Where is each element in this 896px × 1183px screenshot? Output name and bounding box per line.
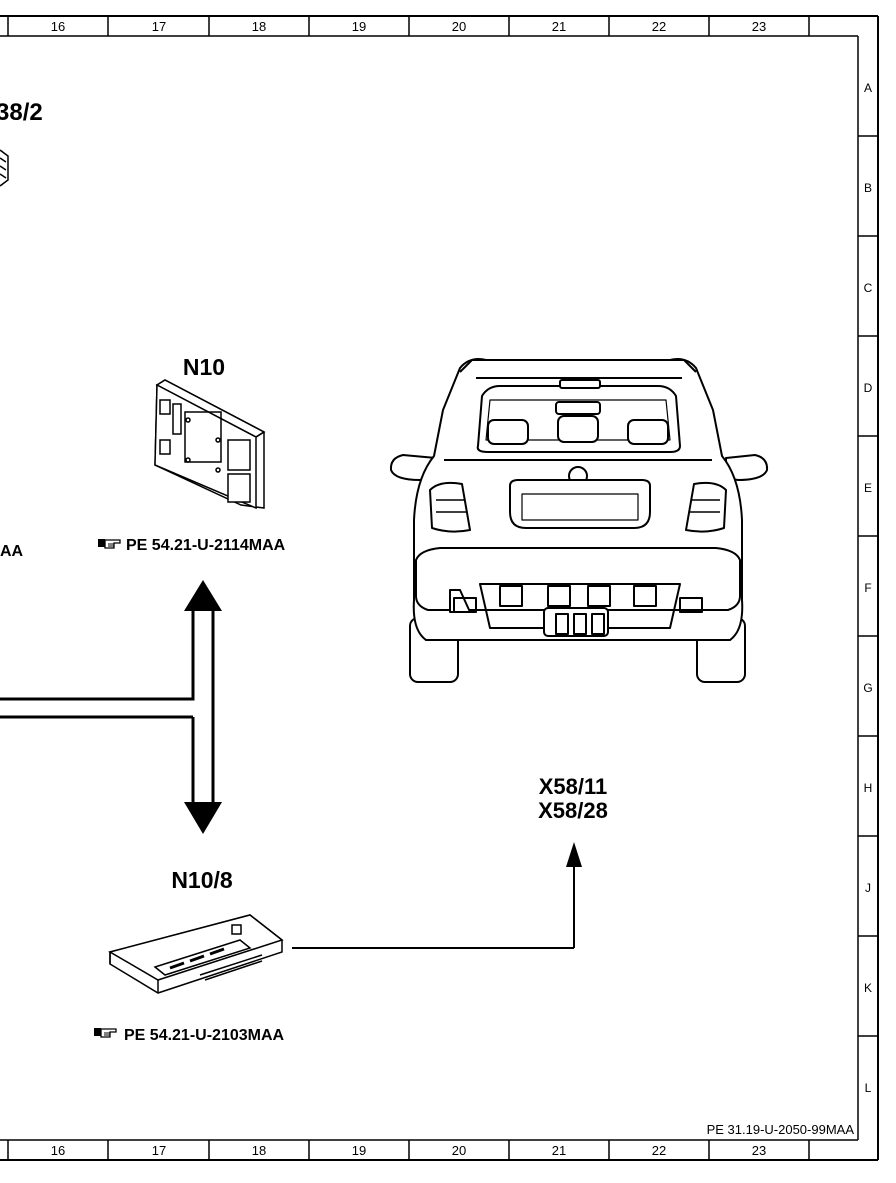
col-label: 16 (51, 19, 65, 34)
n10-8-reference-text: PE 54.21-U-2103MAA (124, 1027, 285, 1044)
column-labels-bottom: 16 17 18 19 20 21 22 23 (51, 1143, 766, 1158)
n10-reference[interactable]: PE 54.21-U-2114MAA (98, 537, 286, 554)
column-dividers (7, 16, 810, 1160)
drawing-number: PE 31.19-U-2050-99MAA (707, 1122, 855, 1137)
x58-11-label: X58/11 (539, 774, 608, 799)
col-label: 23 (752, 19, 766, 34)
col-label: 18 (252, 19, 266, 34)
col-label: 19 (352, 1143, 366, 1158)
x58-arrow-head (566, 842, 582, 867)
n10-8-reference[interactable]: PE 54.21-U-2103MAA (94, 1027, 285, 1044)
row-dividers (858, 135, 878, 1037)
n10-8-label: N10/8 (171, 867, 233, 893)
reference-fragment: AA (0, 543, 24, 560)
column-labels-top: 16 17 18 19 20 21 22 23 (51, 19, 766, 34)
row-label: J (865, 881, 871, 895)
col-label: 21 (552, 1143, 566, 1158)
col-label: 16 (51, 1143, 65, 1158)
bus-connection (0, 580, 222, 834)
row-label: F (864, 581, 871, 595)
pointing-hand-icon (98, 539, 121, 549)
row-label: K (864, 981, 872, 995)
n10-8-module-icon (108, 914, 284, 994)
col-label: 21 (552, 19, 566, 34)
row-label: B (864, 181, 872, 195)
x58-28-label: X58/28 (538, 798, 608, 823)
row-label: G (863, 681, 872, 695)
arrow-down-head (184, 802, 222, 834)
row-label: A (864, 81, 872, 95)
sheet-frame (0, 15, 879, 1161)
row-label: C (864, 281, 873, 295)
col-label: 18 (252, 1143, 266, 1158)
row-label: D (864, 381, 873, 395)
n10-label: N10 (183, 354, 225, 380)
col-label: 20 (452, 19, 466, 34)
pointing-hand-icon (94, 1028, 117, 1038)
component-label-fragment: 38/2 (0, 99, 43, 126)
vehicle-rear-view (389, 358, 769, 683)
col-label: 19 (352, 19, 366, 34)
col-label: 17 (152, 1143, 166, 1158)
arrow-up-head (184, 580, 222, 611)
col-label: 22 (652, 19, 666, 34)
row-label: E (864, 481, 872, 495)
col-label: 22 (652, 1143, 666, 1158)
col-label: 23 (752, 1143, 766, 1158)
component-fragment-icon (0, 149, 9, 187)
row-label: L (865, 1081, 872, 1095)
n10-module-icon (154, 379, 266, 510)
col-label: 20 (452, 1143, 466, 1158)
row-label: H (864, 781, 873, 795)
n10-reference-text: PE 54.21-U-2114MAA (126, 537, 286, 554)
row-labels: A B C D E F G H J K L (863, 81, 872, 1095)
col-label: 17 (152, 19, 166, 34)
